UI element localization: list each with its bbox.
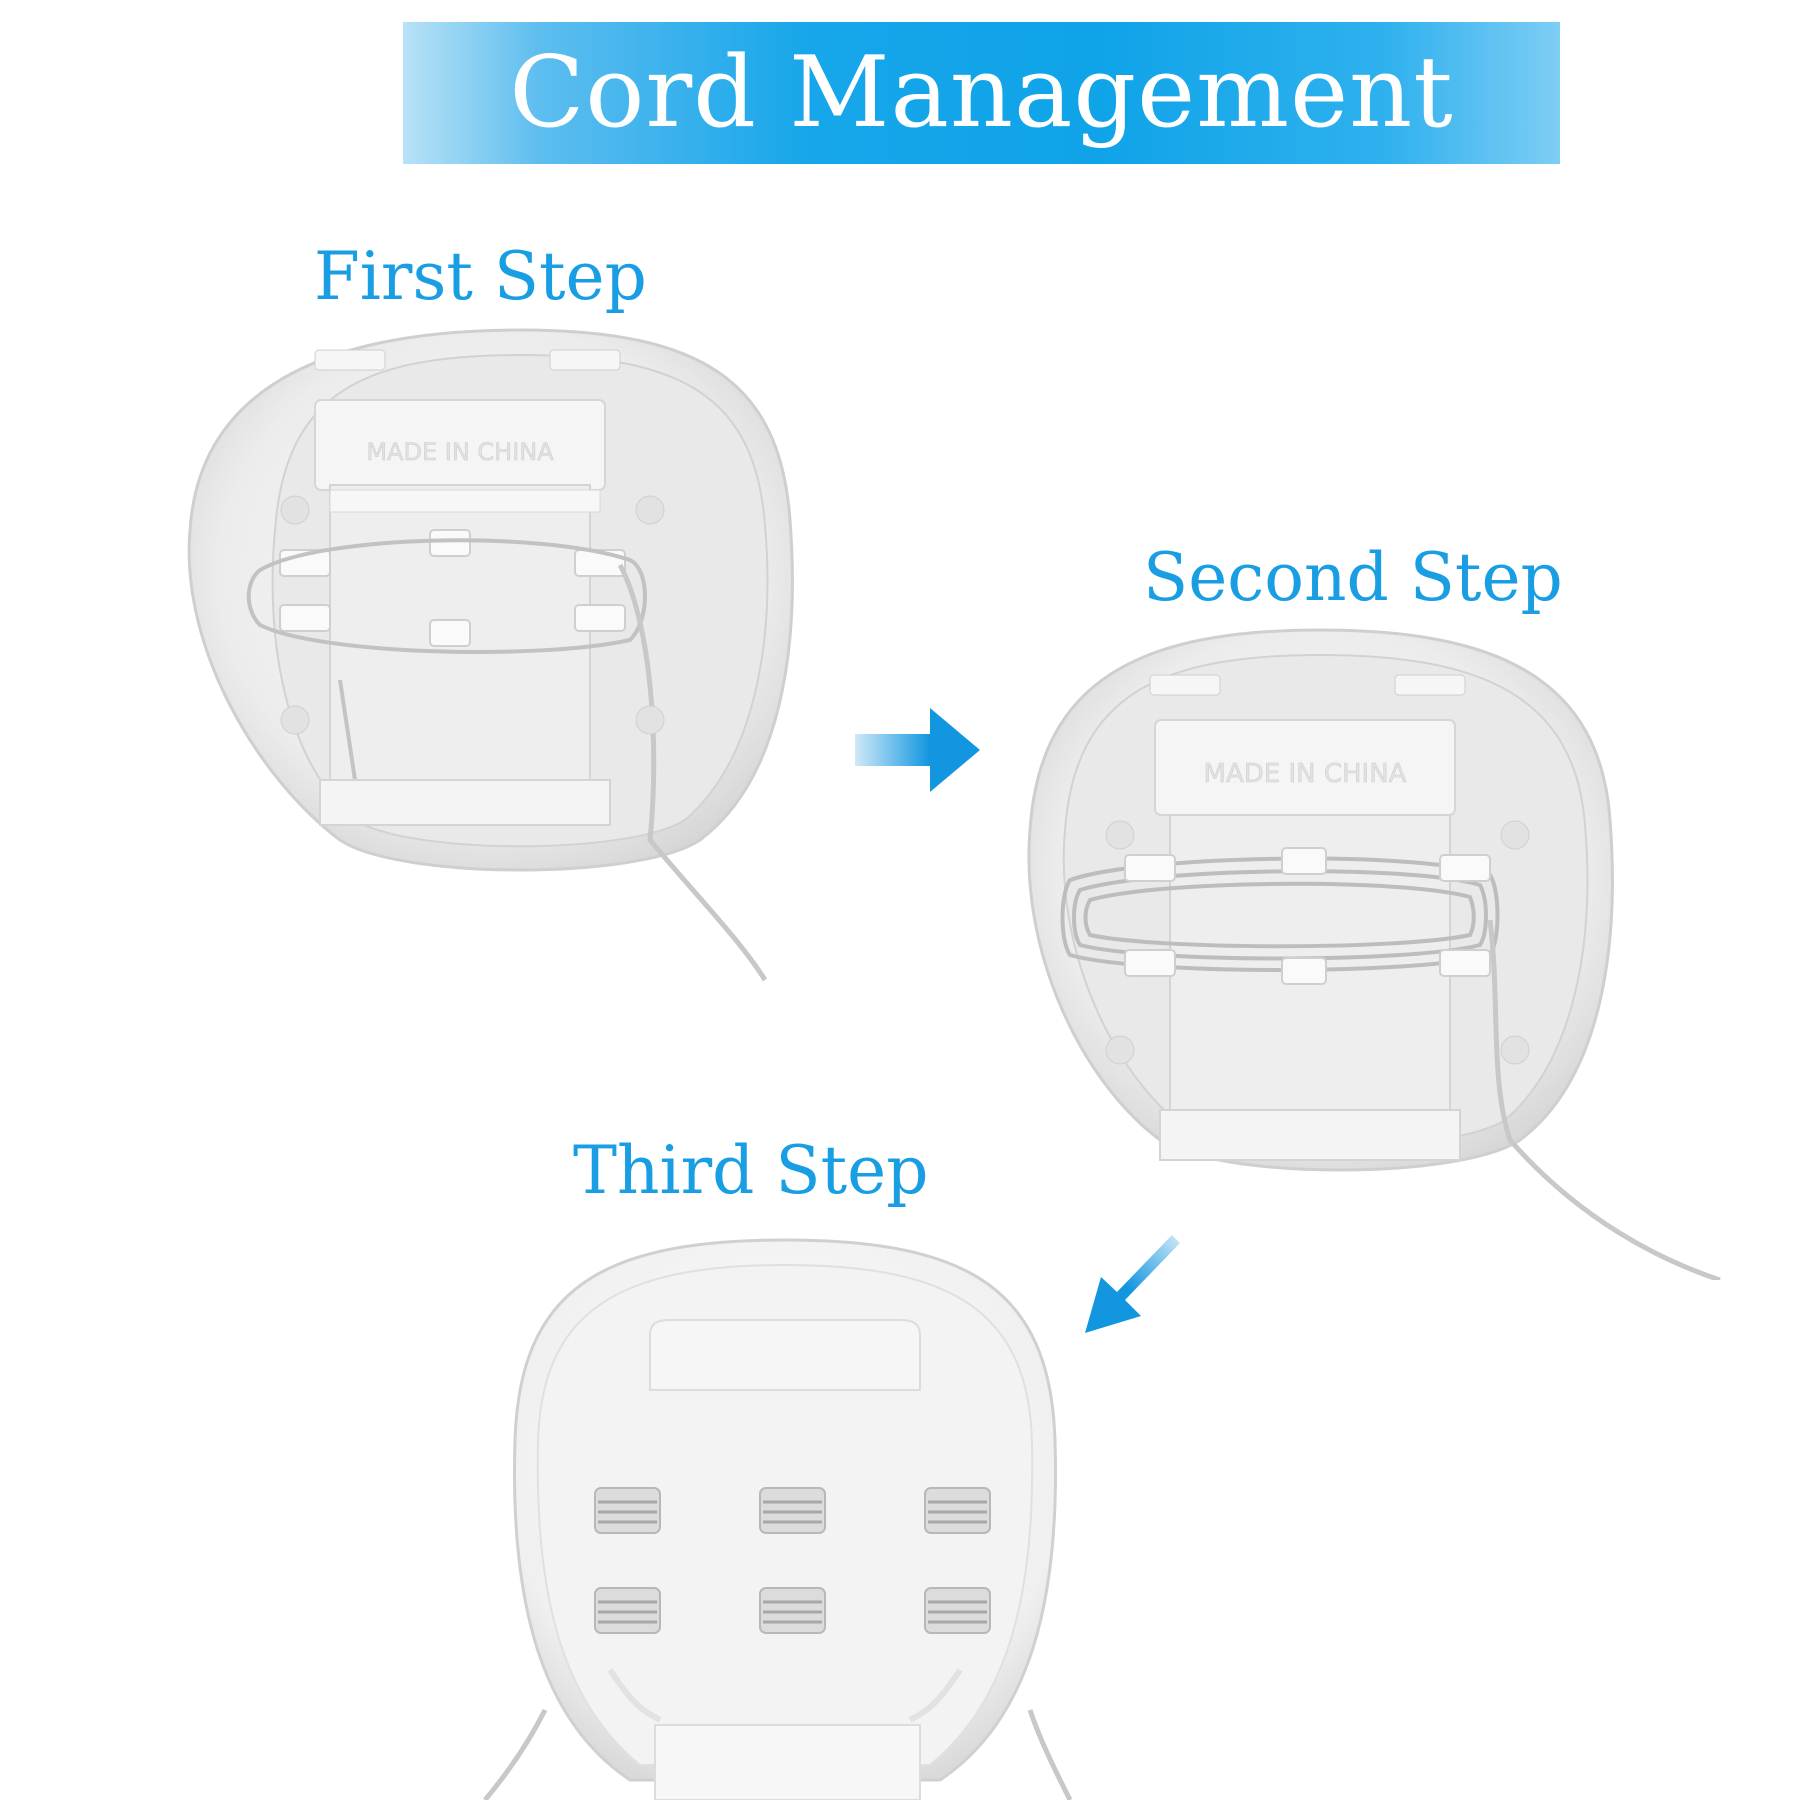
cord-slots <box>594 1487 991 1634</box>
embossed-made-in-china-2: MADE IN CHINA <box>1204 759 1407 789</box>
arrow-right-icon <box>855 708 980 792</box>
embossed-made-in-china: MADE IN CHINA <box>366 438 554 466</box>
arrow-down-left-icon <box>1085 1235 1180 1333</box>
third-step-label: Third Step <box>573 1132 929 1209</box>
second-step-device-photo: MADE IN CHINA <box>1027 628 1721 1280</box>
second-step-label: Second Step <box>1143 539 1563 616</box>
third-step-device-photo <box>483 1238 1073 1800</box>
first-step-device-photo: MADE IN CHINA <box>187 328 794 982</box>
banner-title: Cord Management <box>509 36 1454 150</box>
title-banner: Cord Management <box>403 22 1560 164</box>
first-step-label: First Step <box>314 238 647 315</box>
